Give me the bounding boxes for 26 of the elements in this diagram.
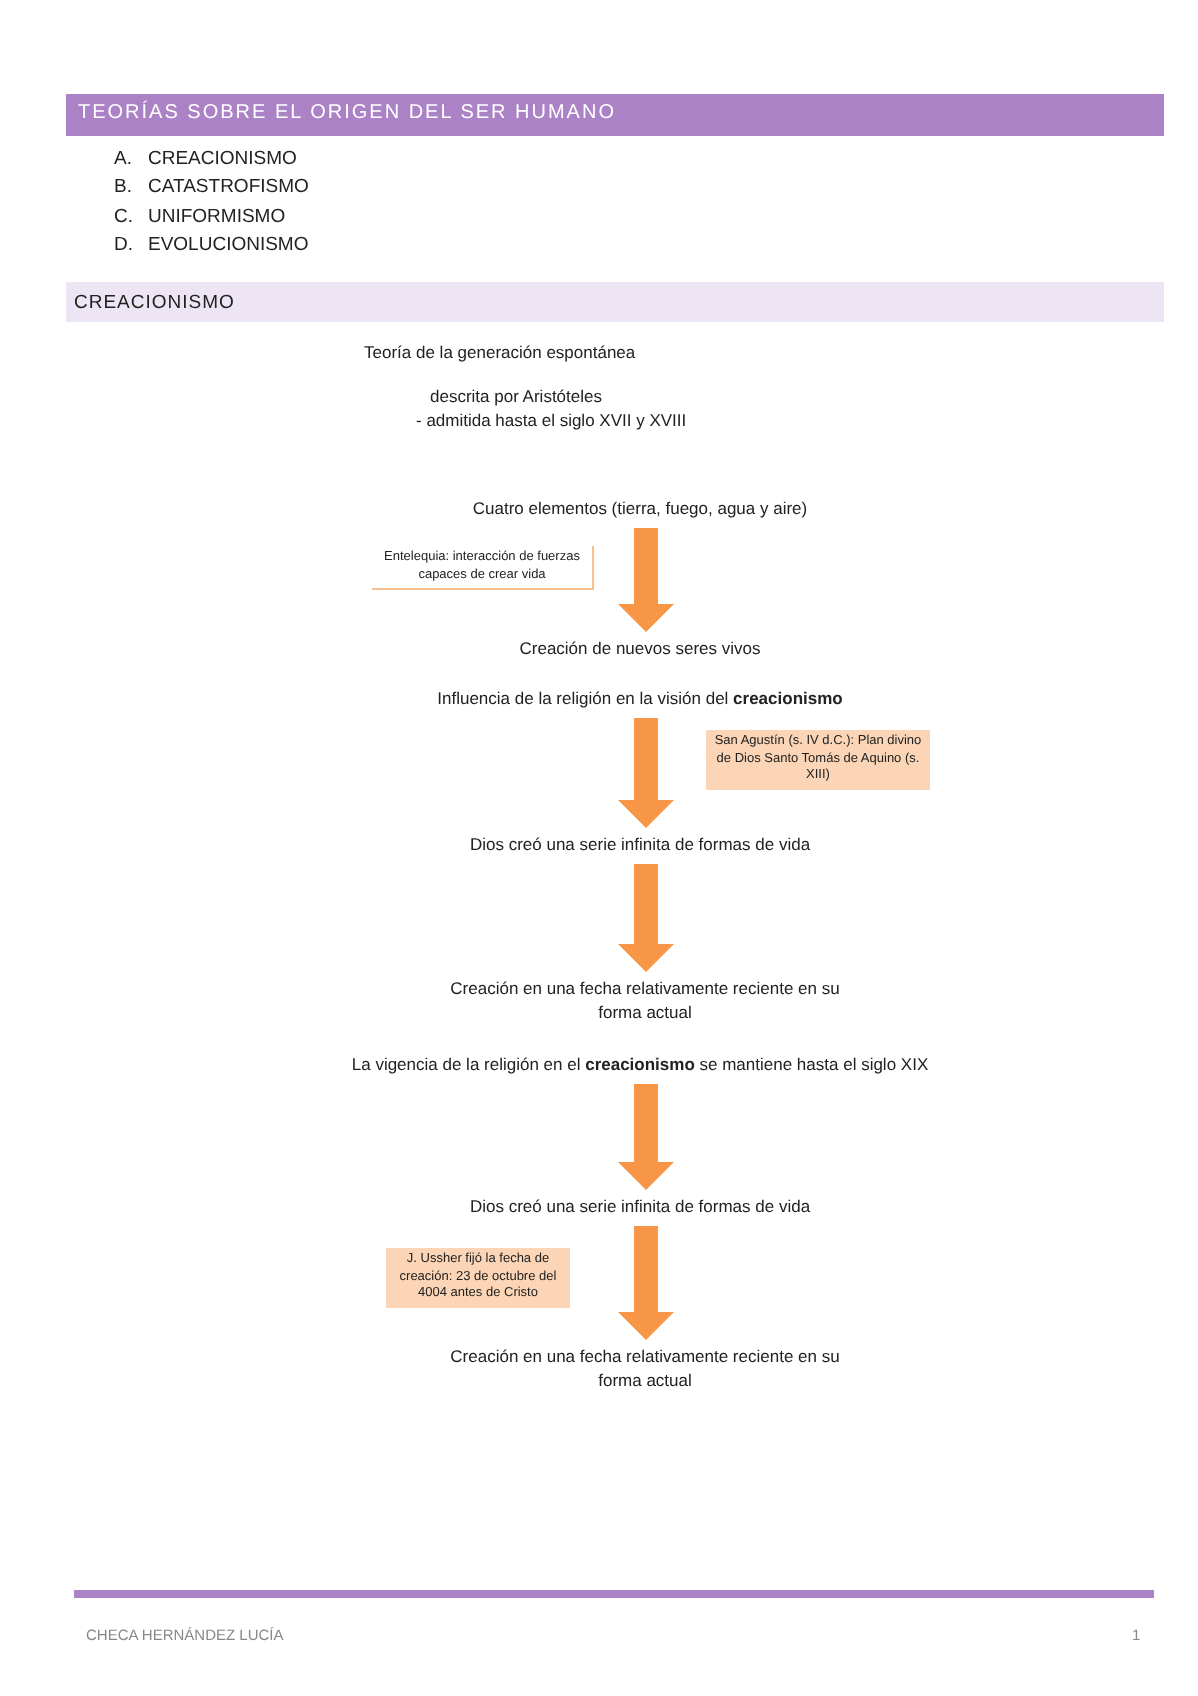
note-text: descrita por Aristóteles (430, 386, 602, 406)
note-text: - admitida hasta el siglo XVII y XVIII (416, 410, 687, 430)
list-marker: D. (114, 234, 133, 256)
flow-text: Creación en una fecha relativamente reciente en su forma actual (430, 1344, 860, 1392)
arrow (618, 864, 674, 972)
arrow (618, 1084, 674, 1190)
list-marker: B. (114, 176, 132, 198)
list-item: EVOLUCIONISMO (148, 234, 309, 256)
flow-text: Dios creó una serie infinita de formas de vida (400, 832, 880, 856)
flow-text: Influencia de la religión en la visión del creacionismo (360, 686, 920, 710)
arrow (618, 528, 674, 632)
flow-text: Cuatro elementos (tierra, fuego, agua y aire) (400, 496, 880, 520)
list-item: UNIFORMISMO (148, 206, 286, 228)
section-heading-band: CREACIONISMO (66, 282, 1164, 322)
heading-text: Teoría de la generación espontánea (364, 342, 636, 362)
list-marker: A. (114, 148, 132, 170)
arrow (618, 1226, 674, 1340)
flow-text: La vigencia de la religión en el creacionismo se mantiene hasta el siglo XIX (296, 1052, 984, 1076)
list-marker: C. (114, 206, 133, 228)
flow-text: Creación en una fecha relativamente reciente en su forma actual (430, 976, 860, 1024)
flow-text: Creación de nuevos seres vivos (440, 636, 840, 660)
flow-text: Dios creó una serie infinita de formas de vida (400, 1194, 880, 1218)
list-item: CREACIONISMO (148, 148, 297, 170)
list-item: CATASTROFISMO (148, 176, 309, 198)
arrow (618, 718, 674, 828)
title-banner: TEORÍAS SOBRE EL ORIGEN DEL SER HUMANO (66, 94, 1164, 136)
